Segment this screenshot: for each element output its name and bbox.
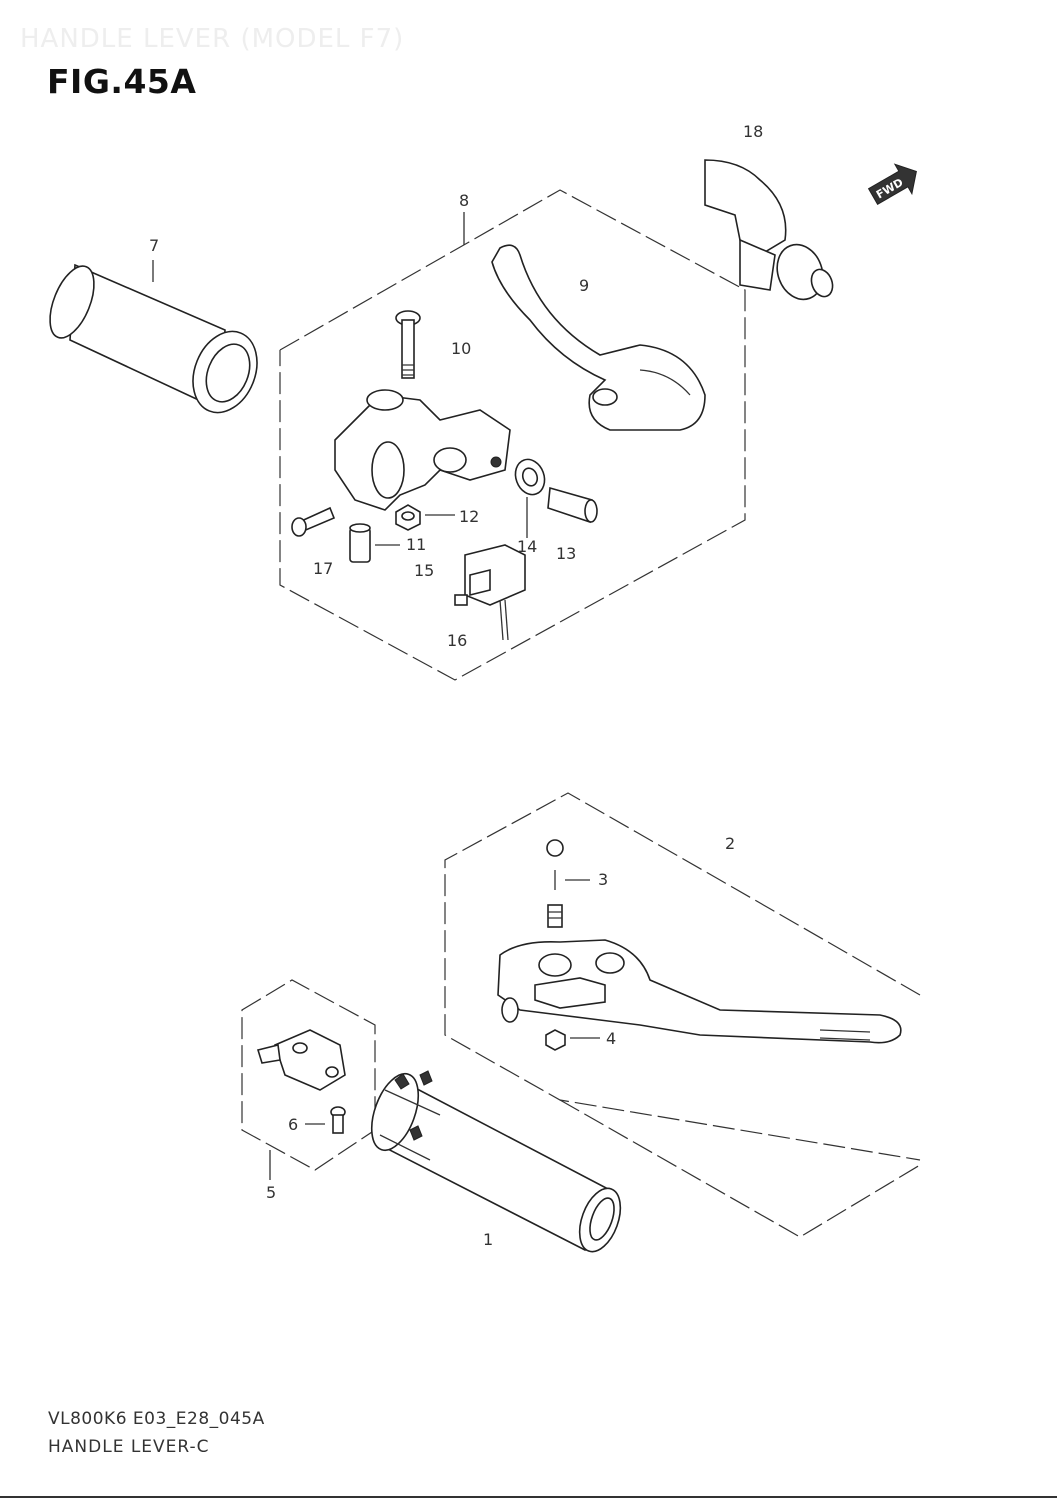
callout-11: 11 — [406, 535, 426, 554]
clutch-switch — [454, 544, 526, 641]
callout-12: 12 — [459, 507, 479, 526]
screw-left — [291, 506, 336, 537]
clutch-lever — [491, 244, 706, 431]
callout-14: 14 — [517, 537, 537, 556]
bottom-assembly-outline-lower — [559, 1099, 921, 1238]
callout-15: 15 — [414, 561, 434, 580]
nut — [395, 504, 421, 531]
callout-16: 16 — [447, 631, 467, 650]
callout-13: 13 — [556, 544, 576, 563]
callout-18: 18 — [743, 122, 763, 141]
callout-4: 4 — [606, 1029, 616, 1048]
pin — [349, 523, 371, 563]
top-assembly-outline — [279, 189, 746, 681]
callout-5: 5 — [266, 1183, 276, 1202]
callout-10: 10 — [451, 339, 471, 358]
callout-2: 2 — [725, 834, 735, 853]
throttle-grip — [370, 1070, 622, 1253]
diagram-name: HANDLE LEVER-C — [48, 1437, 210, 1457]
grip-left — [49, 263, 258, 414]
brake-switch — [256, 1029, 346, 1091]
brake-nut — [545, 1029, 566, 1051]
diagram-code: VL800K6 E03_E28_045A — [48, 1409, 265, 1429]
callout-3: 3 — [598, 870, 608, 889]
adjuster-ring — [514, 458, 546, 496]
callout-17: 17 — [313, 559, 333, 578]
page-watermark: HANDLE LEVER (MODEL F7) — [20, 24, 405, 54]
forward-arrow-badge: FWD — [867, 163, 917, 205]
brake-lever — [497, 939, 902, 1044]
callout-8: 8 — [459, 191, 469, 210]
switch-screw — [330, 1106, 346, 1134]
lever-holder — [334, 389, 511, 511]
pivot-bolt — [395, 310, 421, 379]
lever-guard — [704, 159, 834, 301]
adjuster-bolt — [547, 486, 598, 524]
callout-1: 1 — [483, 1230, 493, 1249]
callout-7: 7 — [149, 236, 159, 255]
brake-pivot-bolt — [546, 839, 564, 928]
callout-9: 9 — [579, 276, 589, 295]
page-bottom-border — [0, 1496, 1057, 1498]
callout-6: 6 — [288, 1115, 298, 1134]
figure-title: FIG.45A — [47, 62, 197, 101]
